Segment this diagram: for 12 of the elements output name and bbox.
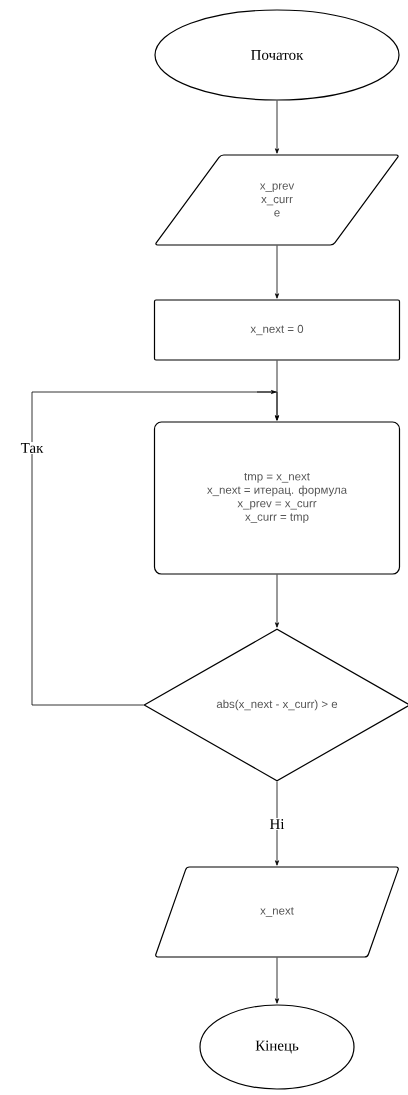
arrow [275,574,279,628]
arrow [275,957,279,1004]
edge-label: Ні [268,818,286,830]
arrow [275,781,279,866]
process-box: tmp = x_next x_next = итерац. формула x_prev = x_curr x_curr = tmp [153,421,401,575]
io-parallelogram: x_next [155,866,399,958]
arrow [275,245,279,299]
loop-arrow [31,390,279,706]
io-parallelogram: x_prev x_curr e [155,154,399,246]
arrow [275,100,279,154]
process-box: x_next = 0 [153,299,401,361]
edge-label: Так [19,442,45,454]
